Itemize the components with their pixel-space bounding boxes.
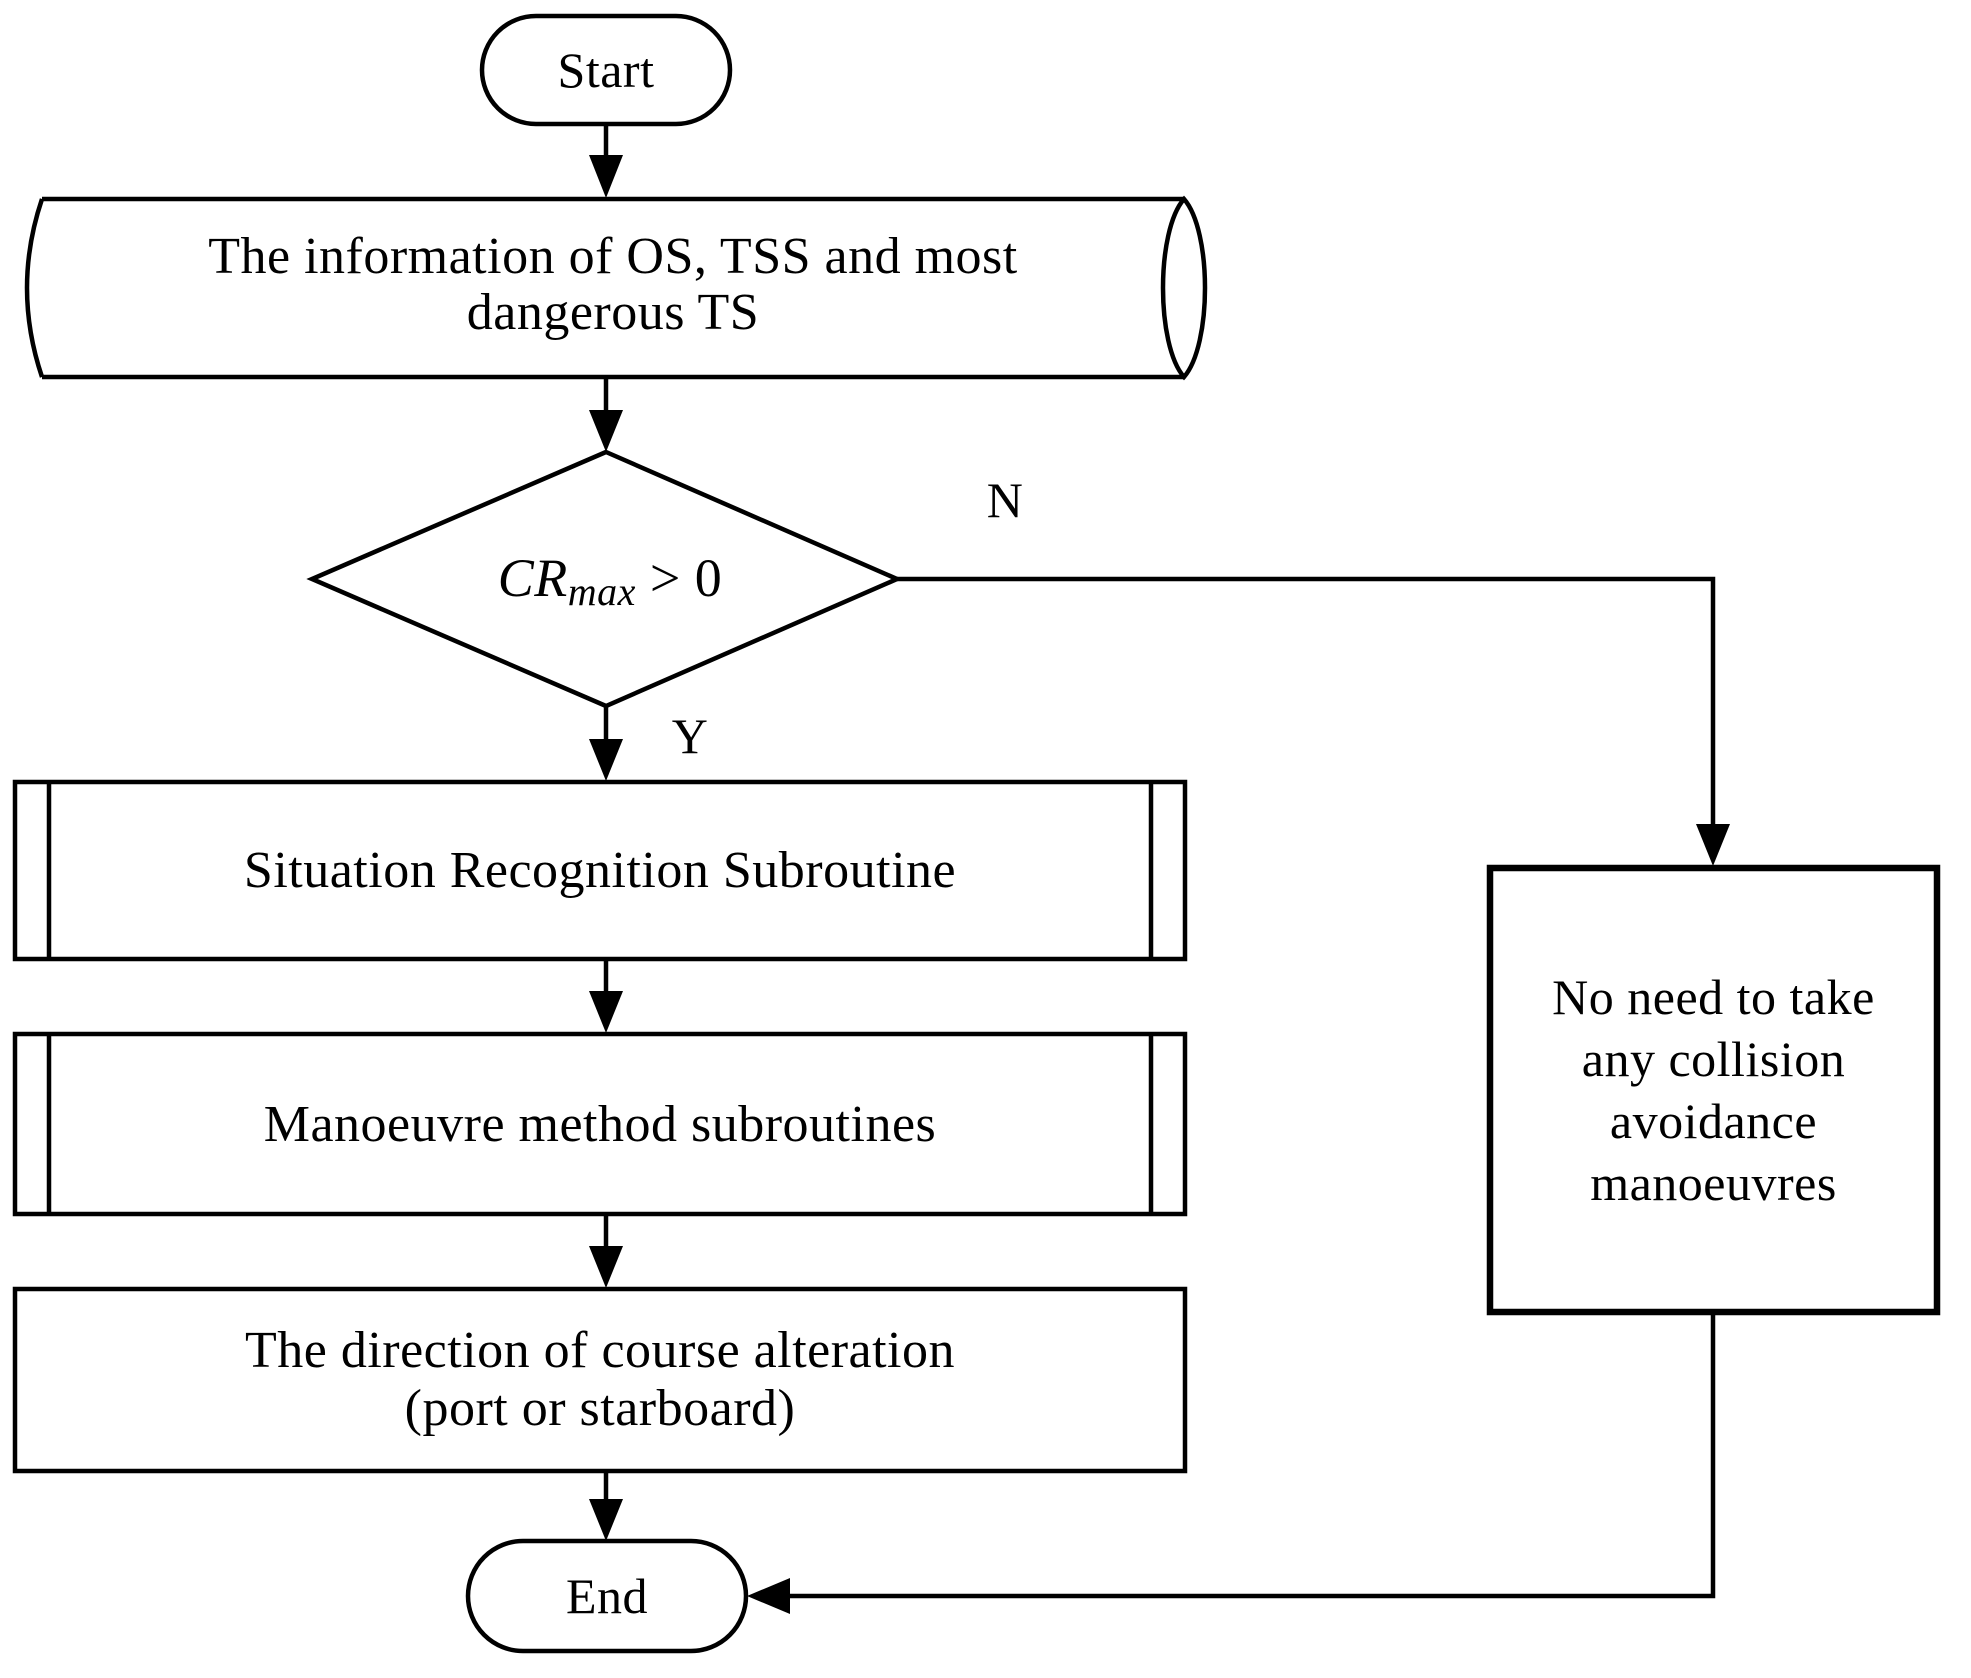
branch-no-label: N [986, 472, 1024, 528]
info-label-line1: The information of OS, TSS and most [208, 228, 1018, 285]
end-terminator-shape [465, 1538, 749, 1654]
no-need-box-shape [1486, 864, 1941, 1316]
direction-label-line1: The direction of course alteration [244, 1322, 956, 1379]
info-label: The information of OS, TSS and most dang… [42, 199, 1184, 371]
direction-process-shape [12, 1286, 1188, 1474]
direction-label-line2: (port or starboard) [404, 1380, 796, 1437]
arrowhead-left-icon [747, 1578, 790, 1614]
no-need-label-line1: No need to take [1552, 969, 1875, 1025]
connector-noneed-to-end [789, 1312, 1716, 1599]
no-need-label: No need to take any collision avoidance … [1490, 868, 1937, 1312]
decision-comparison: > 0 [649, 548, 723, 608]
arrowhead-down-icon [589, 1246, 623, 1288]
info-label-line2: dangerous TS [466, 284, 760, 341]
start-label: Start [557, 42, 655, 98]
branch-yes-label: Y [671, 708, 709, 764]
arrowhead-down-icon [589, 155, 623, 198]
no-need-label-line2: any collision [1581, 1031, 1846, 1087]
arrowhead-down-icon [589, 1499, 623, 1541]
arrowhead-down-icon [1696, 824, 1730, 866]
arrowhead-down-icon [589, 410, 623, 452]
connector-decision-to-noneed [897, 576, 1716, 828]
no-need-label-line4: manoeuvres [1590, 1155, 1837, 1211]
manoeuvre-subroutine-shape [12, 1031, 1188, 1217]
stored-data-cylinder-shape [24, 196, 1184, 380]
situation-subroutine-label: Situation Recognition Subroutine [243, 842, 957, 899]
direction-label: The direction of course alteration (port… [15, 1289, 1185, 1471]
decision-variable: CR [497, 548, 568, 608]
end-label: End [565, 1568, 649, 1624]
decision-subscript: max [567, 568, 636, 614]
no-need-label-line3: avoidance [1609, 1093, 1818, 1149]
arrowhead-down-icon [589, 739, 623, 781]
arrowhead-down-icon [589, 991, 623, 1033]
situation-subroutine-shape [12, 779, 1188, 962]
stored-data-cylinder-cap [1160, 195, 1208, 381]
manoeuvre-subroutine-label: Manoeuvre method subroutines [263, 1095, 937, 1153]
